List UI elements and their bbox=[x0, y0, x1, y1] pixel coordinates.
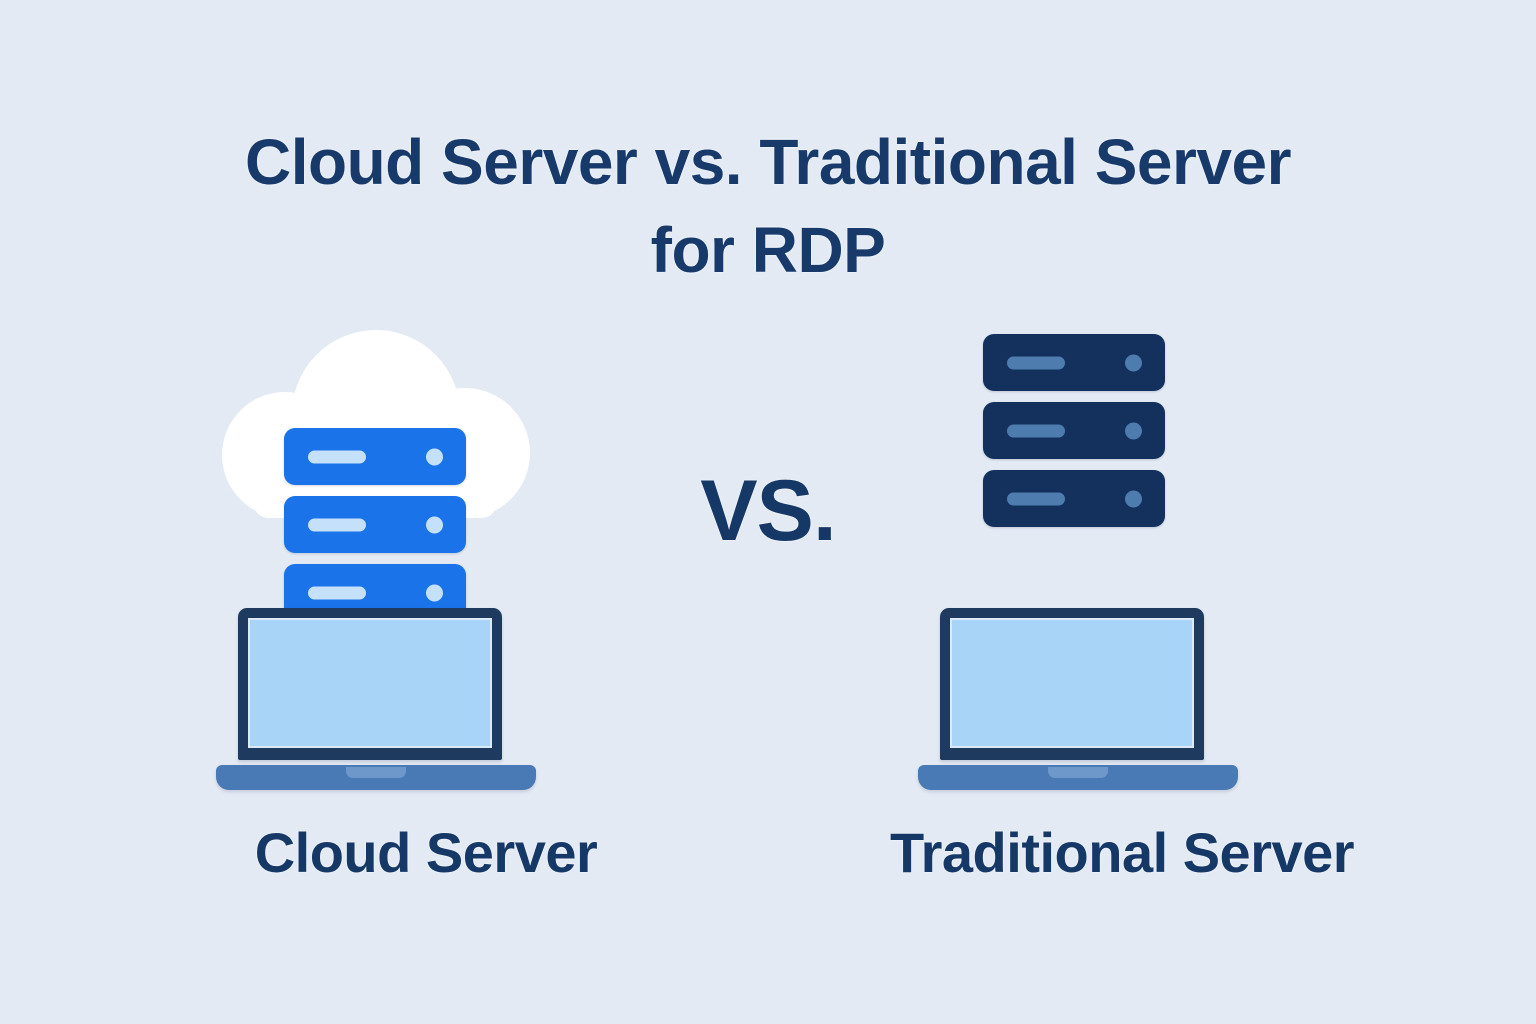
page-title-line-1: Cloud Server vs. Traditional Server bbox=[244, 126, 1292, 198]
server-rack-unit bbox=[983, 470, 1165, 527]
laptop-lid bbox=[238, 608, 502, 760]
laptop-base bbox=[216, 765, 536, 790]
rack-status-led-icon bbox=[1125, 490, 1142, 507]
traditional-server-illustration bbox=[890, 320, 1350, 790]
laptop-trackpad-notch bbox=[346, 767, 406, 778]
traditional-server-rack-icon bbox=[983, 334, 1165, 527]
laptop-base bbox=[918, 765, 1238, 790]
rack-status-led-icon bbox=[426, 448, 443, 465]
traditional-server-label: Traditional Server bbox=[890, 821, 1355, 884]
versus-label: VS. bbox=[700, 463, 837, 559]
rack-status-led-icon bbox=[426, 584, 443, 601]
laptop-icon bbox=[918, 608, 1238, 790]
traditional-server-column: Traditional Server bbox=[890, 320, 1355, 920]
rack-indicator-bar-icon bbox=[308, 518, 366, 531]
rack-indicator-bar-icon bbox=[308, 586, 366, 599]
cloud-server-column: Cloud Server bbox=[196, 320, 656, 920]
server-rack-unit bbox=[284, 496, 466, 553]
page-title-line-2: for RDP bbox=[650, 214, 886, 287]
rack-indicator-bar-icon bbox=[1007, 356, 1065, 369]
laptop-lid bbox=[940, 608, 1204, 760]
rack-status-led-icon bbox=[1125, 354, 1142, 371]
cloud-server-label: Cloud Server bbox=[254, 821, 598, 884]
server-rack-unit bbox=[983, 334, 1165, 391]
rack-status-led-icon bbox=[1125, 422, 1142, 439]
rack-indicator-bar-icon bbox=[1007, 424, 1065, 437]
laptop-screen bbox=[248, 618, 492, 748]
server-rack-unit bbox=[983, 402, 1165, 459]
laptop-screen bbox=[950, 618, 1194, 748]
cloud-server-rack-icon bbox=[284, 428, 466, 621]
server-rack-unit bbox=[284, 428, 466, 485]
rack-indicator-bar-icon bbox=[308, 450, 366, 463]
laptop-icon bbox=[216, 608, 536, 790]
rack-status-led-icon bbox=[426, 516, 443, 533]
laptop-trackpad-notch bbox=[1048, 767, 1108, 778]
page-title: Cloud Server vs. Traditional Server for … bbox=[0, 118, 1536, 295]
rack-indicator-bar-icon bbox=[1007, 492, 1065, 505]
cloud-server-illustration bbox=[196, 320, 656, 790]
